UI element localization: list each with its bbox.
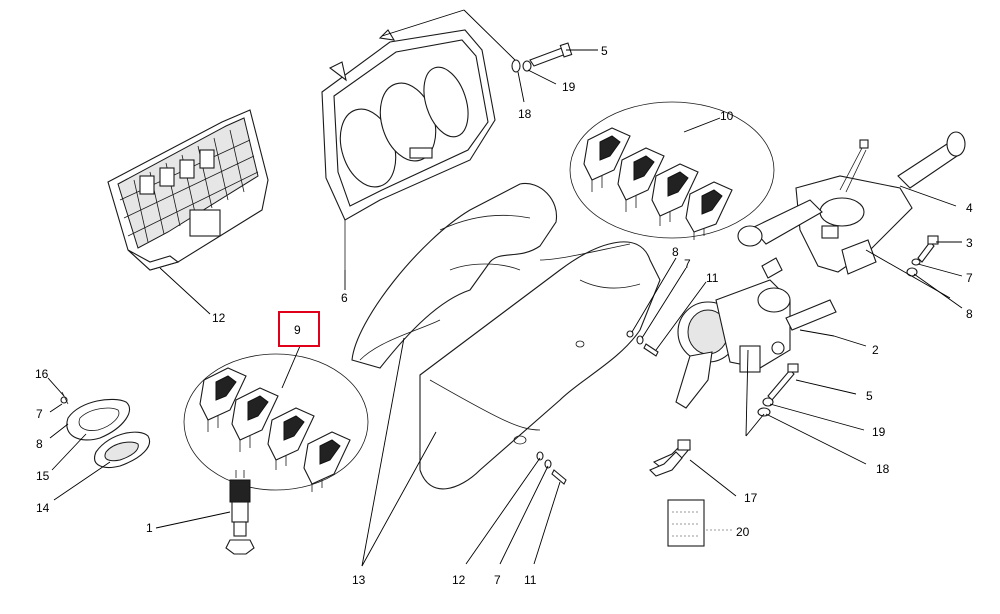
callout-5-top: 5 xyxy=(601,44,608,58)
fuse-relay-box xyxy=(107,109,269,271)
callout-7-right: 7 xyxy=(966,271,973,285)
bolt-washer-set-right xyxy=(757,363,799,417)
callout-9: 9 xyxy=(294,323,301,337)
callout-7-top: 7 xyxy=(684,257,691,271)
callout-7-left: 7 xyxy=(36,407,43,421)
bolt-washer-set-top xyxy=(511,42,573,73)
callout-5-right: 5 xyxy=(866,389,873,403)
ignition-lock-assembly xyxy=(675,257,837,409)
callout-10: 10 xyxy=(720,109,734,123)
callout-12-bottom: 12 xyxy=(452,573,466,587)
lower-shroud xyxy=(419,241,661,490)
callout-3: 3 xyxy=(966,236,973,250)
callout-19-top: 19 xyxy=(562,80,576,94)
leader-lines xyxy=(47,9,963,567)
screw-washer-right xyxy=(906,235,939,277)
callout-11-bottom: 11 xyxy=(524,573,537,587)
callout-17: 17 xyxy=(744,491,758,505)
callout-18-top: 18 xyxy=(518,107,532,121)
switch-group-9 xyxy=(183,353,369,492)
highlight-box xyxy=(278,311,320,347)
callout-13: 13 xyxy=(352,573,366,587)
callout-labels: 12 6 5 19 18 10 4 3 7 8 8 7 11 2 5 19 18… xyxy=(35,44,973,587)
instrument-cluster xyxy=(321,29,496,270)
callout-14: 14 xyxy=(36,501,50,515)
gasket-and-cover xyxy=(60,391,150,469)
shroud-screw-mid xyxy=(626,330,659,357)
callout-16: 16 xyxy=(35,367,49,381)
callout-4: 4 xyxy=(966,201,973,215)
callout-8-right: 8 xyxy=(966,307,973,321)
callout-11-mid: 11 xyxy=(706,271,719,285)
callout-12-box: 12 xyxy=(212,311,226,325)
switch-group-10 xyxy=(569,101,775,240)
callout-20: 20 xyxy=(736,525,750,539)
callout-6: 6 xyxy=(341,291,348,305)
upper-shroud xyxy=(351,182,558,369)
shroud-screw-bottom xyxy=(536,451,567,485)
callout-1: 1 xyxy=(146,521,153,535)
pressure-sensor xyxy=(225,470,255,555)
callout-8-mid: 8 xyxy=(672,245,679,259)
callout-8-left: 8 xyxy=(36,437,43,451)
callout-19-right: 19 xyxy=(872,425,886,439)
callout-2: 2 xyxy=(872,343,879,357)
callout-15: 15 xyxy=(36,469,50,483)
callout-7-bottom: 7 xyxy=(494,573,501,587)
ignition-keys xyxy=(649,439,691,477)
combination-switch xyxy=(737,131,966,275)
label-sheet xyxy=(667,499,705,547)
callout-18-right: 18 xyxy=(876,462,890,476)
